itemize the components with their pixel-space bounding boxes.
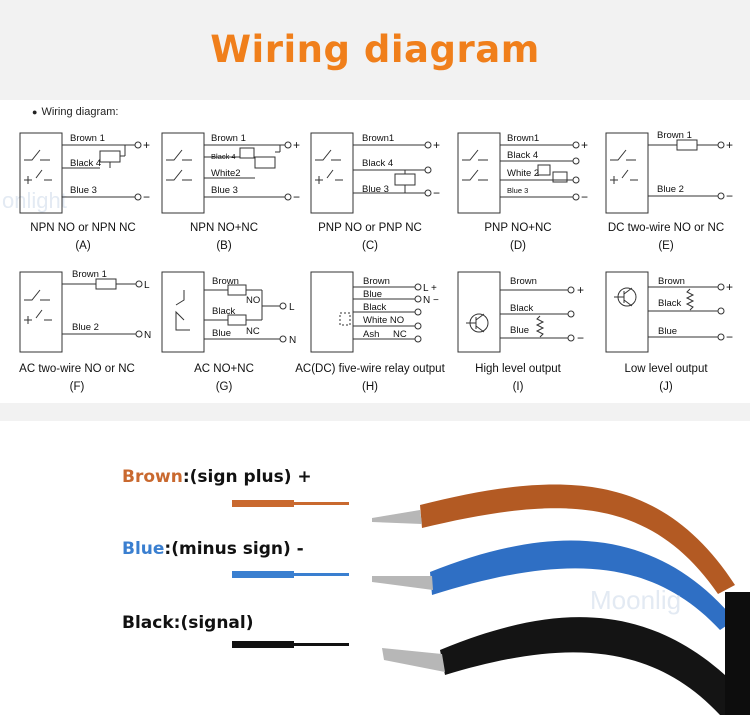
caption-h: AC(DC) five-wire relay output (H) [290, 363, 450, 393]
caption-text: AC NO+NC [194, 363, 254, 375]
caption-letter: (C) [362, 240, 378, 252]
wire-description: :(sign plus) + [182, 467, 312, 487]
caption-text: AC two-wire NO or NC [19, 363, 135, 375]
caption-text: NPN NO or NPN NC [30, 222, 136, 234]
caption-letter: (D) [510, 240, 526, 252]
wire-label-brown: Brown:(sign plus) + [122, 467, 312, 487]
caption-i: High level output (I) [443, 363, 593, 393]
caption-e: DC two-wire NO or NC (E) [591, 222, 741, 252]
caption-a: NPN NO or NPN NC (A) [8, 222, 158, 252]
title-bar: Wiring diagram [0, 0, 750, 100]
wire-description: :(minus sign) - [164, 539, 304, 559]
wire-color-word: Brown [122, 467, 183, 487]
caption-c: PNP NO or PNP NC (C) [295, 222, 445, 252]
wire-color-word: Blue [122, 539, 165, 559]
caption-letter: (I) [512, 381, 524, 393]
caption-text: PNP NO or PNP NC [318, 222, 422, 234]
caption-text: High level output [475, 363, 561, 375]
caption-letter: (F) [69, 381, 85, 393]
caption-letter: (A) [75, 240, 91, 252]
caption-text: PNP NO+NC [484, 222, 552, 234]
caption-f: AC two-wire NO or NC (F) [2, 363, 152, 393]
caption-letter: (H) [362, 381, 378, 393]
caption-d: PNP NO+NC (D) [443, 222, 593, 252]
bullet-icon: ● [32, 107, 38, 117]
caption-b: NPN NO+NC (B) [149, 222, 299, 252]
sub-heading: ●Wiring diagram: [32, 106, 118, 118]
caption-j: Low level output (J) [591, 363, 741, 393]
watermark: onlight [2, 188, 67, 213]
wire-panel [0, 421, 750, 715]
caption-g: AC NO+NC (G) [149, 363, 299, 393]
wire-label-black: Black:(signal) [122, 613, 254, 633]
caption-text: AC(DC) five-wire relay output [295, 363, 445, 375]
sub-heading-text: Wiring diagram: [41, 106, 119, 118]
caption-letter: (E) [658, 240, 674, 252]
wire-description: :(signal) [173, 613, 254, 633]
wire-color-word: Black [122, 613, 174, 633]
watermark: Moonlig [590, 585, 682, 615]
page-title: Wiring diagram [210, 28, 540, 71]
wire-label-blue: Blue:(minus sign) - [122, 539, 304, 559]
caption-text: NPN NO+NC [189, 222, 259, 234]
caption-letter: (J) [659, 381, 673, 393]
caption-letter: (B) [216, 240, 232, 252]
caption-text: DC two-wire NO or NC [607, 222, 725, 234]
caption-text: Low level output [624, 363, 708, 375]
caption-letter: (G) [215, 381, 233, 393]
